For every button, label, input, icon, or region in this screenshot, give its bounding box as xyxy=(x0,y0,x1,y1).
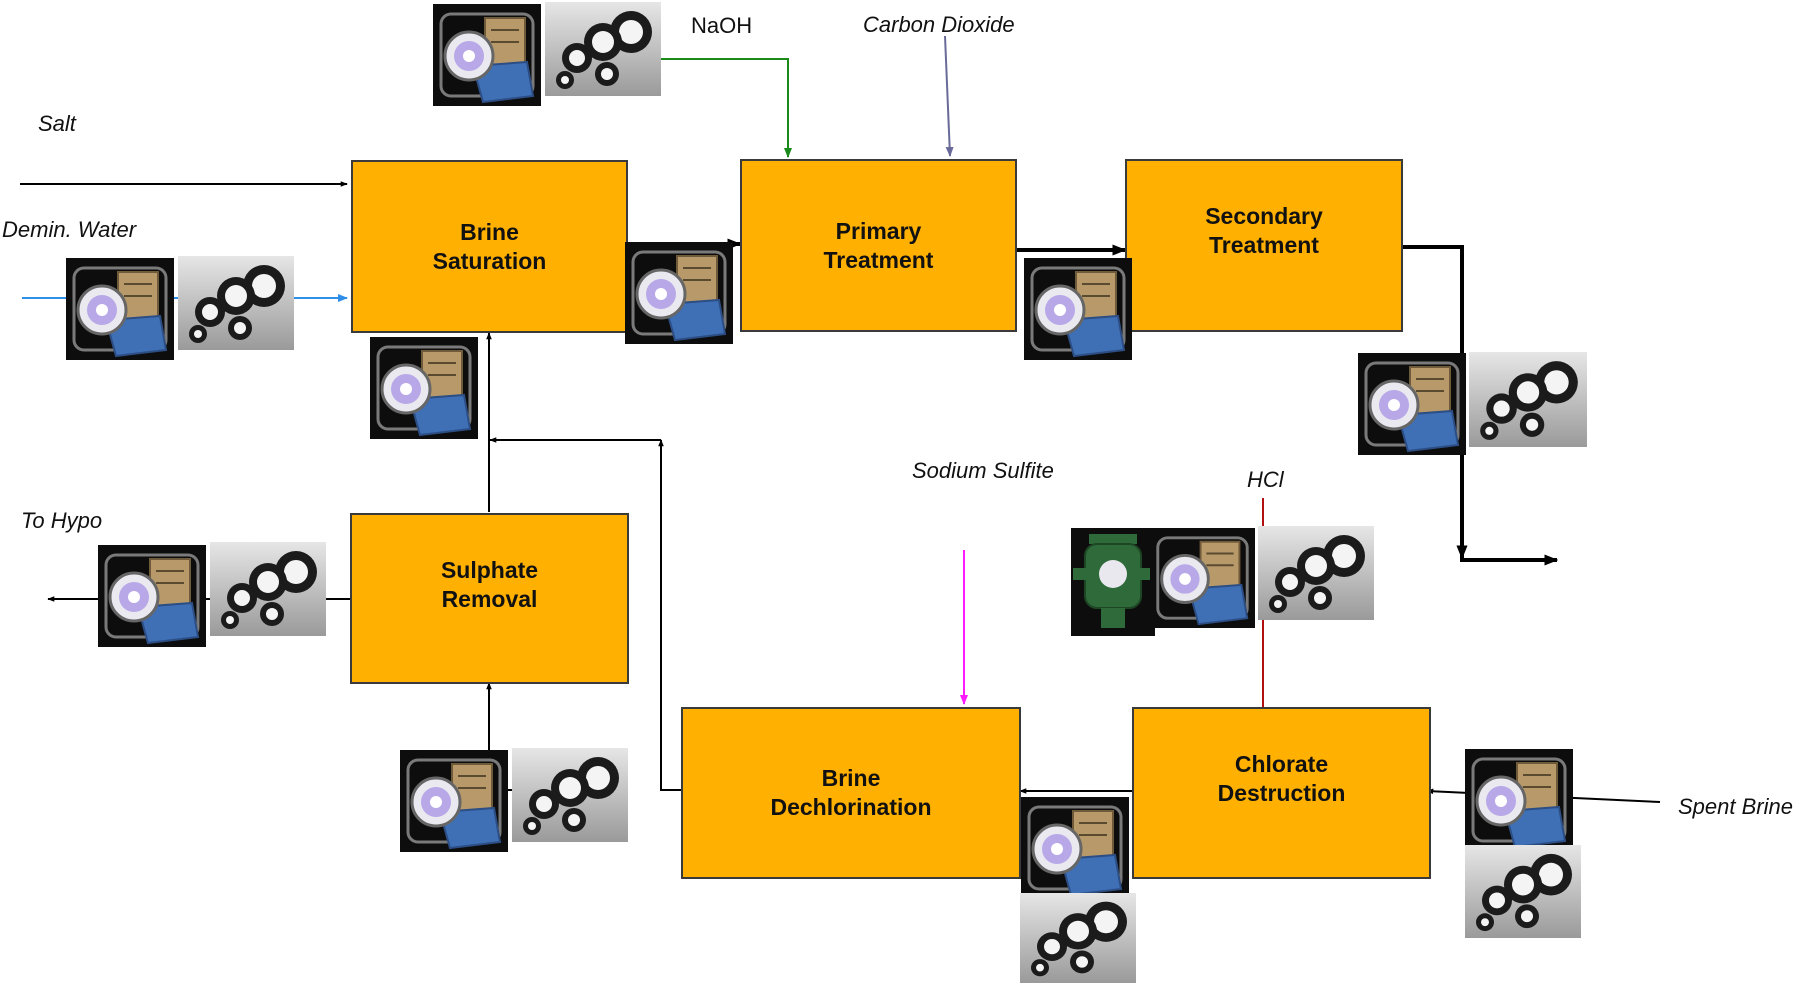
pump-icon xyxy=(210,542,326,636)
salt-label: Salt xyxy=(38,111,76,136)
pump-icon xyxy=(1469,352,1587,447)
secondary-treatment-label: Secondary Treatment xyxy=(1205,202,1323,258)
valve-assembly-icon xyxy=(370,337,478,439)
sodium-sulfite-label: Sodium Sulfite xyxy=(912,458,1054,483)
naoh-label: NaOH xyxy=(691,13,753,38)
valve-assembly-icon xyxy=(1021,797,1129,899)
chlorate-destruction-block: Chlorate Destruction xyxy=(1132,707,1431,879)
valve-assembly-icon xyxy=(1024,258,1132,360)
valve-assembly-icon xyxy=(625,242,733,344)
valve-assembly-icon xyxy=(66,258,174,360)
chlorate-destruction-label: Chlorate Destruction xyxy=(1217,751,1346,806)
secondary-treatment-block: Secondary Treatment xyxy=(1125,159,1403,332)
to-hypo-label: To Hypo xyxy=(21,508,103,533)
bypass-recycle-line xyxy=(658,439,682,791)
hcl-label: HCl xyxy=(1247,467,1284,492)
filter-vessel-icon xyxy=(1071,528,1155,636)
pump-icon xyxy=(1020,893,1136,983)
valve-assembly-icon xyxy=(400,750,508,852)
brine-dechlorination-label: Brine Dechlorination xyxy=(770,765,932,820)
pump-icon xyxy=(512,748,628,842)
sulphate-removal-label: Sulphate Removal xyxy=(440,556,539,612)
demin-water-label: Demin. Water xyxy=(2,217,137,242)
valve-assembly-icon xyxy=(1150,528,1255,628)
naoh-flow-line xyxy=(660,58,792,158)
pump-icon xyxy=(1258,526,1374,620)
valve-assembly-icon xyxy=(433,4,541,106)
carbon-dioxide-label: Carbon Dioxide xyxy=(863,12,1015,37)
pump-icon xyxy=(545,2,661,96)
primary-treatment-label: Primary Treatment xyxy=(823,217,934,273)
valve-assembly-icon xyxy=(98,545,206,647)
pump-icon xyxy=(1465,845,1581,938)
pump-icon xyxy=(178,256,294,350)
brine-saturation-label: Brine Saturation xyxy=(432,218,547,274)
sulphate-removal-block: Sulphate Removal xyxy=(350,513,629,684)
spent-brine-label: Spent Brine xyxy=(1678,794,1793,819)
valve-assembly-icon xyxy=(1358,353,1466,455)
carbon-dioxide-flow-line xyxy=(944,35,954,157)
brine-dechlorination-block: Brine Dechlorination xyxy=(681,707,1021,879)
valve-assembly-icon xyxy=(1465,749,1573,851)
primary-treatment-block: Primary Treatment xyxy=(740,159,1017,332)
brine-saturation-block: Brine Saturation xyxy=(351,160,628,333)
